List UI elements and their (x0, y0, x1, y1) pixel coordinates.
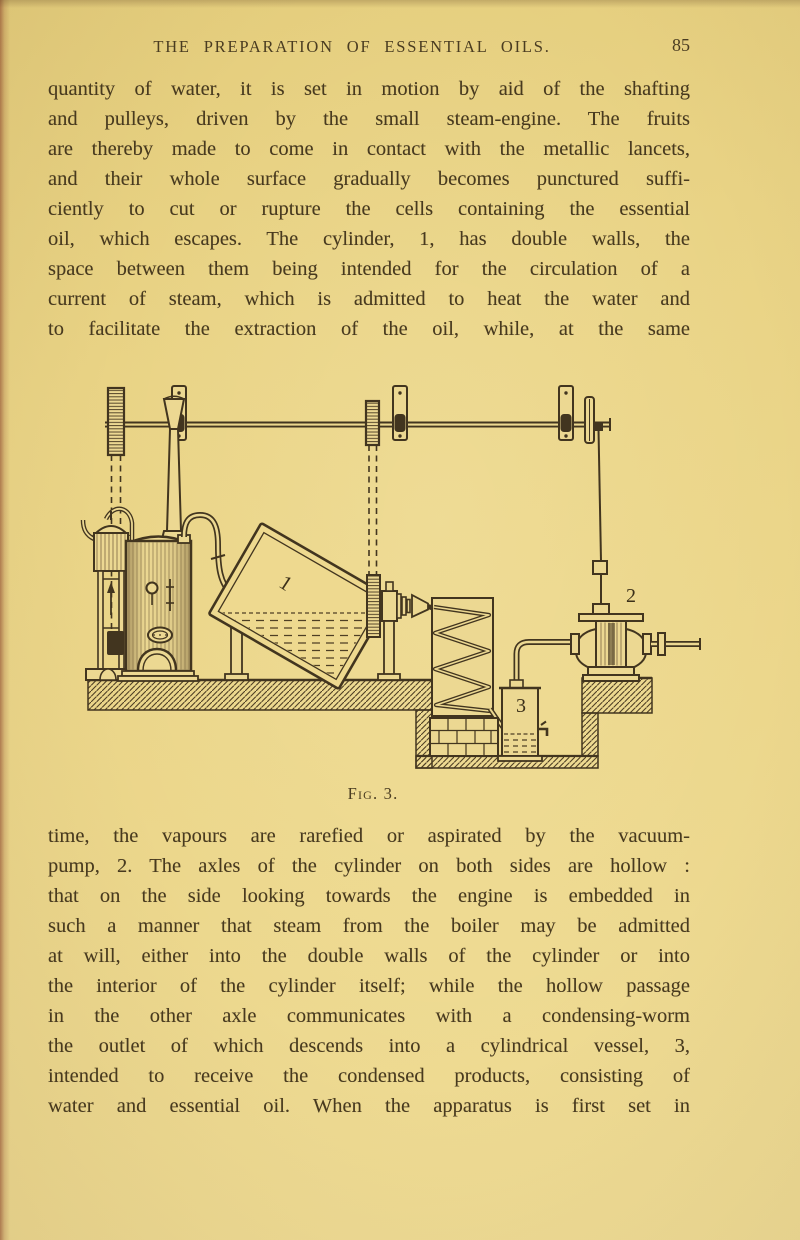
water-gauge (145, 581, 159, 595)
funnel-cone (411, 593, 429, 619)
shaft-hanger (392, 385, 408, 441)
line-shaft (105, 385, 611, 457)
shaft-pulley-middle (364, 399, 381, 447)
text-line: are thereby made to come in contact with… (48, 138, 690, 160)
text-line: and their whole surface gradually become… (48, 168, 690, 190)
paragraph-top: quantity of water, it is set in motion b… (48, 74, 690, 344)
text-line: oil, which escapes. The cylinder, 1, has… (48, 228, 690, 250)
figure-caption: Fig. 3. (347, 784, 399, 803)
text-line: in the other axle communicates with a co… (48, 1005, 690, 1027)
text-line: quantity of water, it is set in motion b… (48, 78, 690, 100)
text-line: that on the side looking towards the eng… (48, 885, 690, 907)
text-line: at will, either into the double walls of… (48, 945, 690, 967)
text-line: water and essential oil. When the appara… (48, 1095, 690, 1117)
rotating-cylinder: 1 (208, 522, 437, 690)
figure-3-engraving: 1 (80, 385, 701, 769)
label-pump-2: 2 (626, 585, 636, 607)
text-line: and pulleys, driven by the small steam-e… (48, 108, 690, 130)
label-vessel-3: 3 (516, 695, 526, 717)
binding-shadow (0, 0, 10, 1240)
text-line: current of steam, which is admitted to h… (48, 288, 690, 310)
firebox-arch (136, 647, 178, 673)
steam-engine (80, 506, 137, 681)
text-line: space between them being intended for th… (48, 258, 690, 280)
drain-tap (538, 727, 549, 736)
text-line: the outlet of which descends into a cyli… (48, 1035, 690, 1057)
crank-disc (584, 396, 611, 444)
text-line: such a manner that steam from the boiler… (48, 915, 690, 937)
text-line: pump, 2. The axles of the cylinder on bo… (48, 855, 690, 877)
page-edge-shadow (0, 0, 800, 8)
receiver-vessel: 3 (497, 639, 576, 762)
text-line: intended to receive the condensed produc… (48, 1065, 690, 1087)
steam-pipe (177, 511, 234, 596)
figure-3: 1 (80, 383, 720, 808)
page-number: 85 (672, 35, 690, 55)
running-header: THE PREPARATION OF ESSENTIAL OILS. (153, 37, 551, 56)
text-line: the interior of the cylinder itself; whi… (48, 975, 690, 997)
ground (87, 676, 653, 769)
text-line: to facilitate the extraction of the oil,… (48, 318, 690, 340)
shaft-hanger (558, 385, 574, 441)
text-line: time, the vapours are rarefied or aspira… (48, 825, 690, 847)
shaft-pulley-left (106, 386, 126, 457)
condensing-worm (431, 597, 510, 735)
brick-pedestal (429, 717, 499, 757)
paragraph-bottom: time, the vapours are rarefied or aspira… (48, 821, 690, 1121)
boiler (117, 535, 199, 682)
text-line: ciently to cut or rupture the cells cont… (48, 198, 690, 220)
vacuum-pump: 2 (570, 428, 701, 682)
